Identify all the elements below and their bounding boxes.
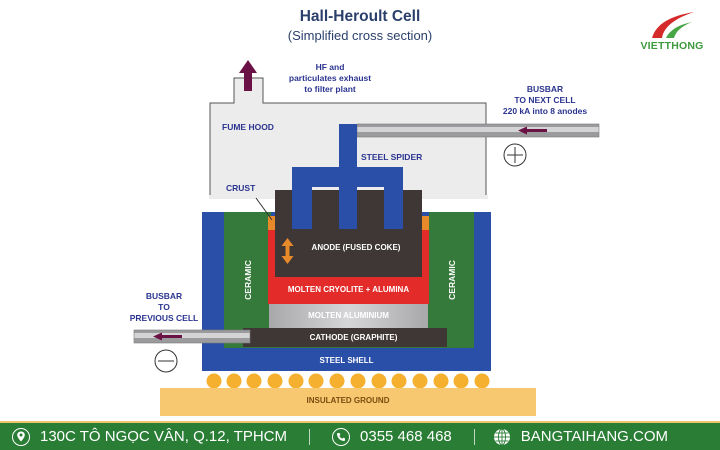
phone-icon <box>332 427 351 446</box>
crust-right <box>421 216 429 230</box>
crust-label: CRUST <box>226 183 256 193</box>
fume-hood-label: FUME HOOD <box>222 122 274 132</box>
steel-spider <box>292 124 403 229</box>
cathode-label: CATHODE (GRAPHITE) <box>309 333 398 342</box>
footer-divider <box>473 428 475 445</box>
ceramic-left-label: CERAMIC <box>243 260 253 300</box>
footer-address-text: 130C TÔ NGỌC VÂN, Q.12, TPHCM <box>40 428 288 445</box>
diagram-subtitle: (Simplified cross section) <box>287 28 433 43</box>
steel-spider-label: STEEL SPIDER <box>361 152 423 162</box>
insulated-ground-label: INSULATED GROUND <box>306 396 390 405</box>
anode-label: ANODE (FUSED COKE) <box>311 243 401 252</box>
busbar-previous-cell-label: BUSBAR TO PREVIOUS CELL <box>129 291 199 323</box>
crust-pointer <box>255 197 273 221</box>
globe-icon <box>493 428 511 446</box>
exhaust-label: HF and particulates exhaust to filter pl… <box>288 62 372 94</box>
negative-terminal-icon <box>154 349 178 373</box>
contact-footer: 130C TÔ NGỌC VÂN, Q.12, TPHCM 0355 468 4… <box>0 421 720 450</box>
busbar-next-cell <box>356 123 600 138</box>
exhaust-arrow-icon <box>239 60 257 91</box>
steel-shell-label: STEEL SHELL <box>319 356 374 365</box>
positive-terminal-icon <box>503 143 527 167</box>
footer-address[interactable]: 130C TÔ NGỌC VÂN, Q.12, TPHCM <box>12 423 287 450</box>
swoosh-logo-icon <box>652 12 694 38</box>
footer-divider <box>309 428 311 445</box>
vietthong-logo[interactable]: VIETTHONG <box>632 8 712 52</box>
cathode <box>243 328 447 347</box>
crust-left <box>268 216 276 230</box>
molten-aluminium <box>269 304 428 328</box>
hall-heroult-cell-diagram: CERAMIC CERAMIC <box>133 60 600 416</box>
insulated-ground <box>160 388 536 416</box>
logo-brand-text: VIETTHONG <box>640 40 704 52</box>
footer-website-text: BANGTAIHANG.COM <box>520 428 669 445</box>
insulator-dots <box>206 373 490 389</box>
diagram-title: Hall-Heroult Cell <box>299 8 421 25</box>
busbar-next-cell-label: BUSBAR TO NEXT CELL 220 kA into 8 anodes <box>502 84 588 116</box>
footer-website[interactable]: BANGTAIHANG.COM <box>493 423 668 450</box>
busbar-previous-cell <box>133 329 251 344</box>
molten-cryolite-label: MOLTEN CRYOLITE + ALUMINA <box>287 285 410 294</box>
molten-aluminium-label: MOLTEN ALUMINIUM <box>308 311 389 320</box>
anode-movement-arrow-icon <box>281 238 294 264</box>
ceramic-right-label: CERAMIC <box>447 260 457 300</box>
footer-phone[interactable]: 0355 468 468 <box>332 423 452 450</box>
footer-phone-text: 0355 468 468 <box>360 428 452 445</box>
location-pin-icon <box>12 427 30 446</box>
